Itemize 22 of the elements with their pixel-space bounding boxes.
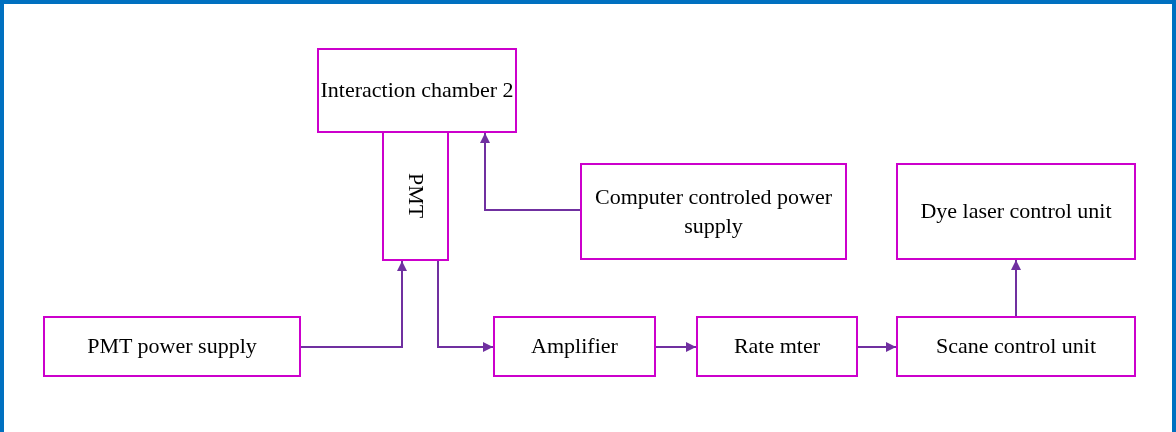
process-box	[317, 48, 517, 133]
arrow	[480, 132, 581, 211]
box-label: PMT power supply	[87, 332, 257, 361]
process-box	[696, 316, 858, 377]
arrow	[300, 260, 407, 348]
box-label: Rate mter	[733, 332, 821, 361]
arrow	[655, 342, 697, 352]
process-box	[43, 316, 301, 377]
process-box	[580, 163, 847, 260]
process-box	[896, 163, 1136, 260]
box-label: Scane control unit	[935, 332, 1097, 361]
box-label: Interaction chamber 2	[320, 76, 514, 105]
arrow	[857, 342, 897, 352]
detector-box	[382, 131, 449, 261]
box-label: Computer controled power supply	[593, 182, 834, 240]
box-label: Amplifier	[531, 332, 618, 361]
arrow	[437, 260, 494, 352]
box-label: PMT	[402, 173, 430, 219]
arrow	[1011, 259, 1021, 317]
process-box	[896, 316, 1136, 377]
box-label: Dye laser control unit	[920, 197, 1112, 226]
process-box	[493, 316, 656, 377]
